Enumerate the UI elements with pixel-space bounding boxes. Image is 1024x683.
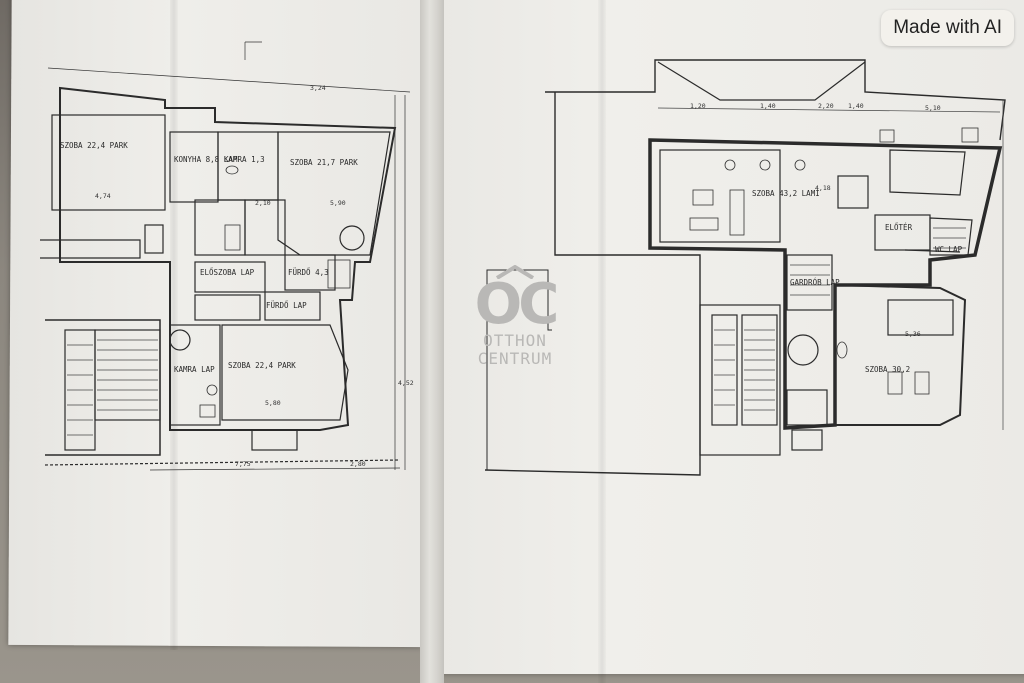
room-label-foyer: ELŐTÉR xyxy=(885,223,913,232)
dim-label: 5,90 xyxy=(330,199,346,207)
room-label-bath-1: FÜRDŐ 4,3 xyxy=(288,268,329,277)
room-label-bedroom: SZOBA 30,2 xyxy=(865,365,910,374)
paper-sheet-right xyxy=(434,0,1024,674)
dim-label: 2,80 xyxy=(350,460,366,468)
paper-crease-right xyxy=(598,0,606,683)
room-label-studio: SZOBA 43,2 LAMI xyxy=(752,189,820,198)
dim-label: 5,10 xyxy=(925,104,941,112)
room-label-storage: KAMRA LAP xyxy=(174,365,215,374)
dim-label: 4,18 xyxy=(815,184,831,192)
watermark-logo-letters: OC xyxy=(474,272,560,337)
dim-label: 2,10 xyxy=(255,199,271,207)
otthon-centrum-watermark: OC OTTHON CENTRUM xyxy=(470,260,560,368)
dim-label: 1,40 xyxy=(848,102,864,110)
paper-fold-center xyxy=(420,0,444,683)
dim-label: 5,36 xyxy=(905,330,921,338)
room-label-kitchen: KONYHA 8,8 LAP xyxy=(174,155,238,164)
room-label-room-2: SZOBA 21,7 PARK xyxy=(290,158,358,167)
dim-label: 3,24 xyxy=(310,84,326,92)
room-label-living: SZOBA 22,4 PARK xyxy=(60,141,128,150)
room-label-pantry: KAMRA 1,3 xyxy=(224,155,265,164)
room-label-bath-2: FÜRDŐ LAP xyxy=(266,301,307,310)
room-label-room-3: SZOBA 22,4 PARK xyxy=(228,361,296,370)
dim-label: 4,52 xyxy=(398,379,414,387)
roof-icon xyxy=(495,264,535,280)
dim-label: 1,40 xyxy=(760,102,776,110)
dim-label: 2,20 xyxy=(818,102,834,110)
dim-label: 1,20 xyxy=(690,102,706,110)
room-label-wardrobe: GARDRÓB LAP xyxy=(790,278,840,287)
room-label-hall: ELŐSZOBA LAP xyxy=(200,268,255,277)
room-label-wc: WC LAP xyxy=(935,245,963,254)
dim-label: 4,74 xyxy=(95,192,111,200)
watermark-name-line1: OTTHON xyxy=(483,331,547,350)
made-with-ai-badge: Made with AI xyxy=(881,10,1014,46)
dim-label: 7,75 xyxy=(235,460,251,468)
dim-label: 5,80 xyxy=(265,399,281,407)
watermark-name-line2: CENTRUM xyxy=(477,349,553,368)
